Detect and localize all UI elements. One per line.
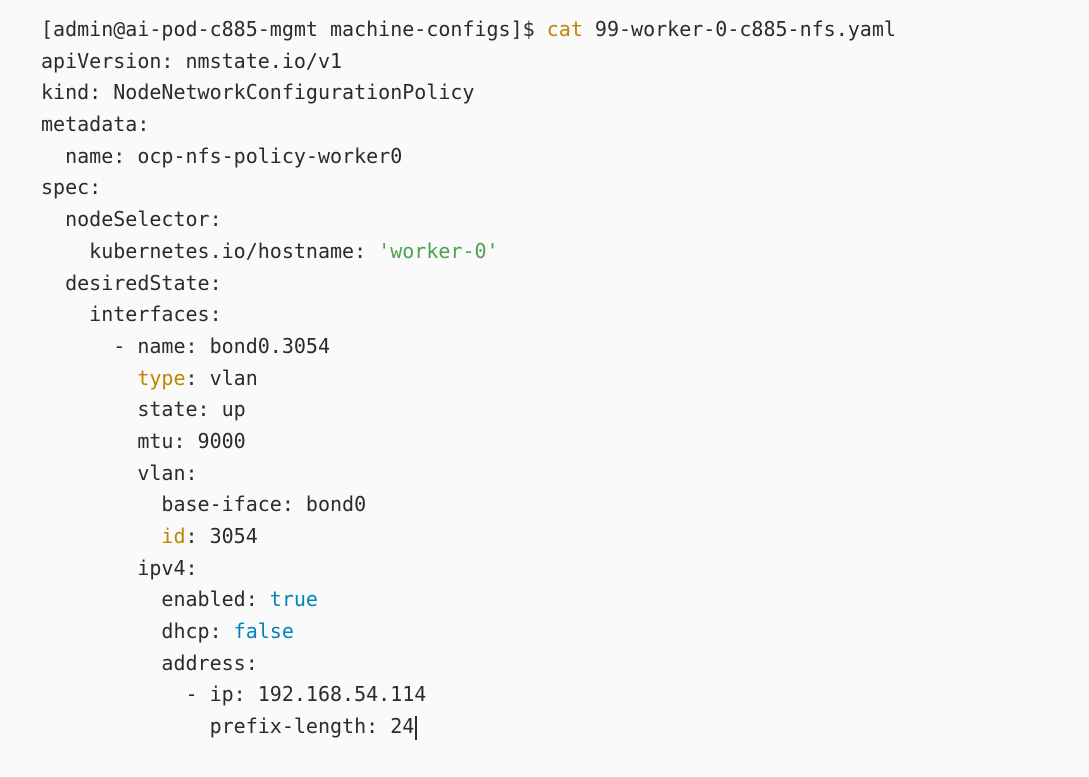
yaml-line: type: vlan bbox=[41, 363, 1089, 395]
yaml-line: metadata: bbox=[41, 112, 150, 137]
yaml-line: state: up bbox=[41, 397, 246, 422]
yaml-line: nodeSelector: bbox=[41, 207, 222, 232]
yaml-key: kubernetes.io/hostname: bbox=[41, 238, 379, 263]
yaml-line: kubernetes.io/hostname: 'worker-0' bbox=[41, 236, 1089, 268]
yaml-line: - name: bond0.3054 bbox=[41, 333, 330, 358]
text-cursor bbox=[415, 715, 418, 740]
shell-prompt-line: [admin@ai-pod-c885-mgmt machine-configs]… bbox=[41, 14, 1089, 46]
yaml-value: : vlan bbox=[185, 365, 258, 390]
shell-command: cat bbox=[546, 17, 583, 41]
yaml-boolean-value: false bbox=[233, 619, 294, 644]
yaml-line: interfaces: bbox=[41, 302, 222, 327]
yaml-line: - ip: 192.168.54.114 bbox=[41, 682, 427, 707]
yaml-line: vlan: bbox=[41, 460, 198, 485]
yaml-line: mtu: 9000 bbox=[41, 428, 246, 453]
yaml-line: base-iface: bond0 bbox=[41, 492, 367, 517]
yaml-key: dhcp: bbox=[41, 619, 234, 644]
yaml-line: kind: NodeNetworkConfigurationPolicy bbox=[41, 80, 475, 105]
yaml-keyword-key: type bbox=[137, 365, 186, 390]
yaml-line: ipv4: bbox=[41, 555, 198, 580]
yaml-boolean-value: true bbox=[269, 587, 318, 612]
yaml-last-line-text: prefix-length: 24 bbox=[41, 714, 415, 739]
yaml-line: spec: bbox=[41, 175, 102, 200]
yaml-key: enabled: bbox=[41, 587, 270, 612]
yaml-value: : 3054 bbox=[185, 524, 258, 548]
yaml-line: dhcp: false bbox=[41, 616, 1089, 648]
yaml-line: apiVersion: nmstate.io/v1 bbox=[41, 48, 343, 73]
shell-argument: 99-worker-0-c885-nfs.yaml bbox=[582, 17, 896, 41]
yaml-string-value: 'worker-0' bbox=[378, 238, 499, 263]
yaml-line: id: 3054 bbox=[41, 521, 1089, 553]
yaml-indent bbox=[41, 366, 137, 390]
yaml-line: prefix-length: 24 bbox=[41, 711, 1089, 743]
yaml-line: desiredState: bbox=[41, 270, 222, 295]
yaml-line: enabled: true bbox=[41, 584, 1089, 616]
shell-prompt: [admin@ai-pod-c885-mgmt machine-configs]… bbox=[41, 17, 547, 41]
yaml-line: address: bbox=[41, 650, 258, 675]
yaml-indent bbox=[41, 524, 161, 548]
yaml-line: name: ocp-nfs-policy-worker0 bbox=[41, 143, 403, 168]
yaml-keyword-key: id bbox=[161, 524, 186, 548]
